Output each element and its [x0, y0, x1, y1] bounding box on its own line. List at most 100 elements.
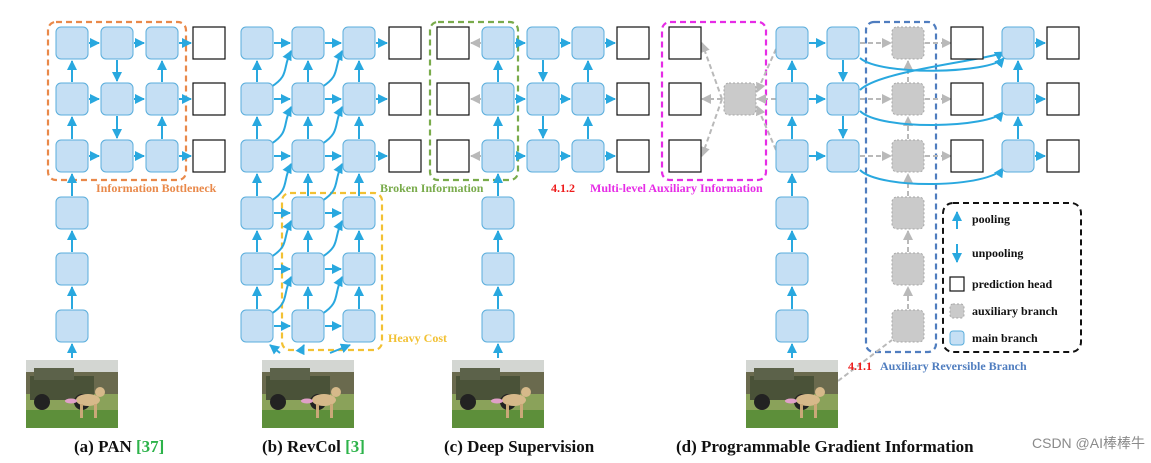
prediction-head-block	[668, 139, 702, 173]
citation-ref: [37]	[136, 437, 164, 456]
main-branch-block	[55, 196, 89, 230]
prediction-head-block	[950, 139, 984, 173]
main-branch-block	[240, 252, 274, 286]
photo-dog-head	[331, 387, 341, 397]
photo-dog-leg	[330, 404, 333, 418]
broken-information-label: Broken Information	[380, 181, 484, 195]
prediction-head-block	[616, 139, 650, 173]
reversible-section-number: 4.1.1	[848, 359, 872, 373]
main-branch-block	[55, 82, 89, 116]
photo-frisbee	[785, 398, 797, 404]
main-branch-block	[775, 196, 809, 230]
reversible-connection-arrow	[321, 163, 343, 202]
main-branch-block	[100, 139, 134, 173]
photo-dog-body	[312, 394, 336, 406]
reversible-connection-arrow	[321, 276, 343, 315]
photo-wheel	[754, 394, 770, 410]
auxiliary-branch-block	[723, 82, 757, 116]
multi-level-section-number: 4.1.2	[551, 181, 575, 195]
auxiliary-flow-arrow	[700, 98, 723, 157]
photo-grass	[262, 410, 354, 428]
main-branch-block	[481, 82, 515, 116]
auxiliary-flow-arrow	[700, 42, 723, 100]
auxiliary-branch-block	[891, 309, 925, 343]
photo-dog-leg	[94, 404, 97, 418]
main-branch-block	[526, 139, 560, 173]
photo-frisbee	[65, 398, 77, 404]
caption-b: (b) RevCol [3]	[262, 437, 365, 456]
photo-dog-head	[815, 387, 825, 397]
photo-jeep-top	[460, 368, 500, 380]
legend-label-unpooling-arrow: unpooling	[972, 246, 1023, 260]
prediction-head-block	[388, 82, 422, 116]
main-branch-block	[526, 26, 560, 60]
main-branch-block	[342, 82, 376, 116]
main-branch-block	[291, 196, 325, 230]
photo-dog-leg	[520, 404, 523, 418]
main-flow-arrow	[295, 344, 305, 356]
main-branch-block	[826, 26, 860, 60]
photo-dog-leg	[316, 404, 319, 418]
photo-dog-body	[502, 394, 526, 406]
dog-and-jeep-photo	[26, 360, 118, 428]
main-branch-block	[481, 196, 515, 230]
reversible-connection-arrow	[270, 106, 292, 145]
main-branch-block	[55, 139, 89, 173]
main-branch-block	[145, 82, 179, 116]
main-branch-block	[571, 26, 605, 60]
main-branch-block	[55, 309, 89, 343]
main-flow-arrow	[269, 344, 281, 355]
photo-grass	[452, 410, 544, 428]
main-branch-block	[1001, 26, 1035, 60]
legend-box	[942, 202, 1082, 353]
multi-level-auxiliary-label: Multi-level Auxiliary Information	[590, 181, 763, 195]
prediction-head-icon	[949, 276, 965, 292]
prediction-head-block	[388, 26, 422, 60]
legend-label-prediction-head: prediction head	[972, 277, 1052, 291]
photo-dog-body	[796, 394, 820, 406]
main-branch-block	[826, 82, 860, 116]
main-branch-block	[240, 82, 274, 116]
prediction-head-block	[436, 82, 470, 116]
main-branch-block	[342, 26, 376, 60]
photo-jeep-top	[754, 368, 794, 380]
prediction-head-block	[192, 26, 226, 60]
dog-and-jeep-photo	[262, 360, 354, 428]
main-branch-block	[1001, 139, 1035, 173]
information-bottleneck-label: Information Bottleneck	[96, 181, 217, 195]
auxiliary-branch-block	[891, 196, 925, 230]
main-branch-block	[526, 82, 560, 116]
auxiliary-branch-icon	[949, 303, 965, 319]
auxiliary-branch-block	[891, 252, 925, 286]
main-branch-block	[481, 309, 515, 343]
main-branch-block	[145, 26, 179, 60]
photo-dog-leg	[506, 404, 509, 418]
reversible-connection-arrow	[321, 50, 343, 88]
photo-grass	[26, 410, 118, 428]
main-branch-block	[481, 139, 515, 173]
photo-dog-head	[521, 387, 531, 397]
reversible-connection-arrow	[321, 106, 343, 145]
photo-jeep-top	[34, 368, 74, 380]
prediction-head-block	[436, 139, 470, 173]
main-branch-block	[291, 309, 325, 343]
photo-to-auxiliary-link	[837, 339, 893, 382]
photo-dog-head	[95, 387, 105, 397]
main-branch-block	[55, 26, 89, 60]
prediction-head-block	[668, 26, 702, 60]
photo-frisbee	[301, 398, 313, 404]
photo-dog-leg	[800, 404, 803, 418]
photo-grass	[746, 410, 838, 428]
photo-dog-leg	[80, 404, 83, 418]
dog-and-jeep-photo	[746, 360, 838, 428]
main-branch-block	[775, 26, 809, 60]
photo-dog-leg	[814, 404, 817, 418]
main-branch-block	[571, 139, 605, 173]
reversible-connection-arrow	[270, 276, 292, 315]
main-branch-block	[775, 309, 809, 343]
main-branch-block	[291, 252, 325, 286]
main-branch-block	[481, 26, 515, 60]
prediction-head-block	[950, 82, 984, 116]
main-branch-block	[240, 26, 274, 60]
